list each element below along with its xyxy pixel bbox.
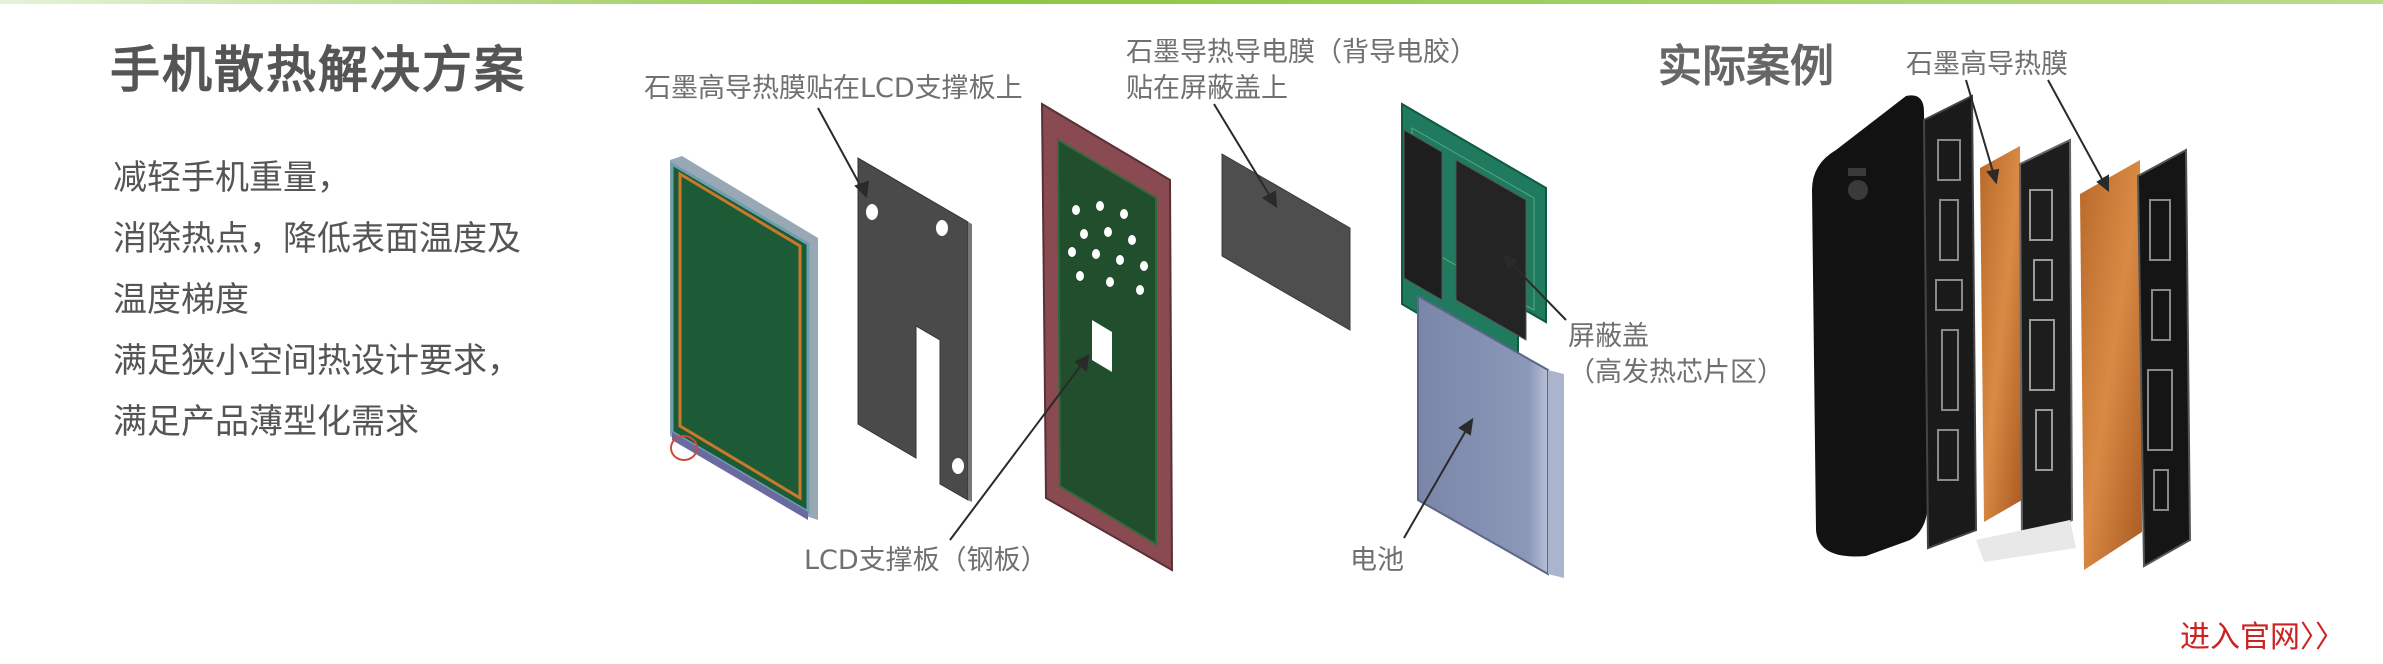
highlight-circle [670, 435, 698, 461]
graphite-film-shield [1221, 153, 1351, 331]
graphite-sheet-lcd [857, 157, 972, 502]
label-shield-line2: （高发热芯片区） [1568, 357, 1784, 388]
case-photo [1812, 94, 2192, 570]
case-title: 实际案例 [1658, 41, 1834, 92]
lcd-support-frame [1040, 102, 1174, 572]
leader-lines [817, 79, 2109, 541]
benefit-item: 消除热点，降低表面温度及 [113, 219, 521, 259]
shield-cover [1403, 129, 1527, 341]
label-battery: 电池 [1350, 545, 1404, 576]
label-graphite-lcd: 石墨高导热膜贴在LCD支撑板上 [644, 73, 1023, 104]
top-accent-bar [0, 0, 2383, 4]
label-graphite-shield-line2: 贴在屏蔽盖上 [1126, 73, 1288, 104]
benefit-item: 温度梯度 [113, 280, 249, 320]
benefit-list: 减轻手机重量， 消除热点，降低表面温度及 温度梯度 满足狭小空间热设计要求， 满… [113, 148, 521, 453]
lcd-panel [670, 156, 818, 520]
benefit-item: 满足狭小空间热设计要求， [113, 341, 521, 381]
page-title: 手机散热解决方案 [110, 41, 526, 99]
label-shield-line1: 屏蔽盖 [1568, 321, 1649, 352]
label-lcd-support: LCD支撑板（钢板） [804, 545, 1048, 576]
label-graphite-case: 石墨高导热膜 [1906, 49, 2068, 80]
label-graphite-shield-line1: 石墨导热导电膜（背导电胶） [1126, 37, 1477, 68]
benefit-item: 减轻手机重量， [113, 158, 351, 198]
benefit-item: 满足产品薄型化需求 [113, 402, 419, 442]
battery [1417, 294, 1564, 578]
enter-website-link[interactable]: 进入官网〉〉 [2180, 620, 2345, 655]
